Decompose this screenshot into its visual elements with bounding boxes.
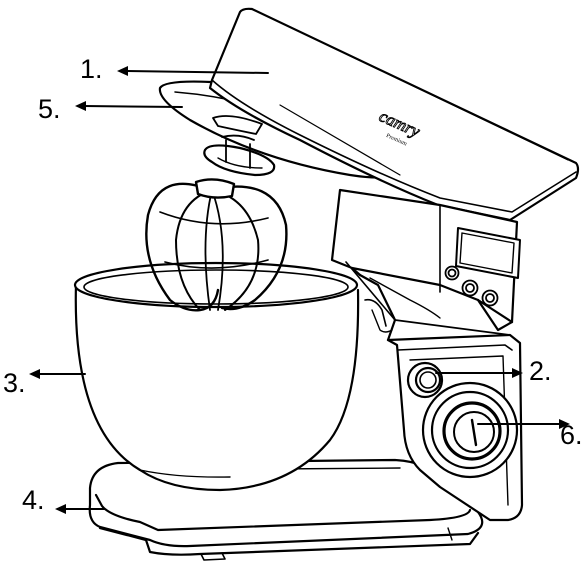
arrow-1 (117, 66, 269, 76)
callout-label-3: 3. (3, 368, 26, 398)
callout-label-2: 2. (529, 356, 552, 386)
arrow-3 (29, 369, 86, 379)
whisk-attachment (145, 178, 288, 312)
control-buttons (444, 265, 499, 307)
arrow-5 (75, 101, 183, 111)
mixing-bowl (73, 261, 360, 492)
callout-label-4: 4. (22, 485, 45, 515)
callout-labels: 1. 5. 3. 4. 2. 6. (3, 54, 583, 515)
callout-arrows (29, 66, 570, 514)
motor-head (208, 7, 580, 222)
arrow-6 (477, 419, 570, 429)
speed-knob (421, 381, 519, 479)
callout-label-1: 1. (80, 54, 103, 84)
arrow-4 (55, 504, 105, 514)
release-button (406, 361, 444, 399)
display-screen (455, 227, 521, 279)
callout-label-6: 6. (560, 420, 583, 450)
arrow-2 (435, 368, 523, 378)
callout-label-5: 5. (38, 94, 61, 124)
